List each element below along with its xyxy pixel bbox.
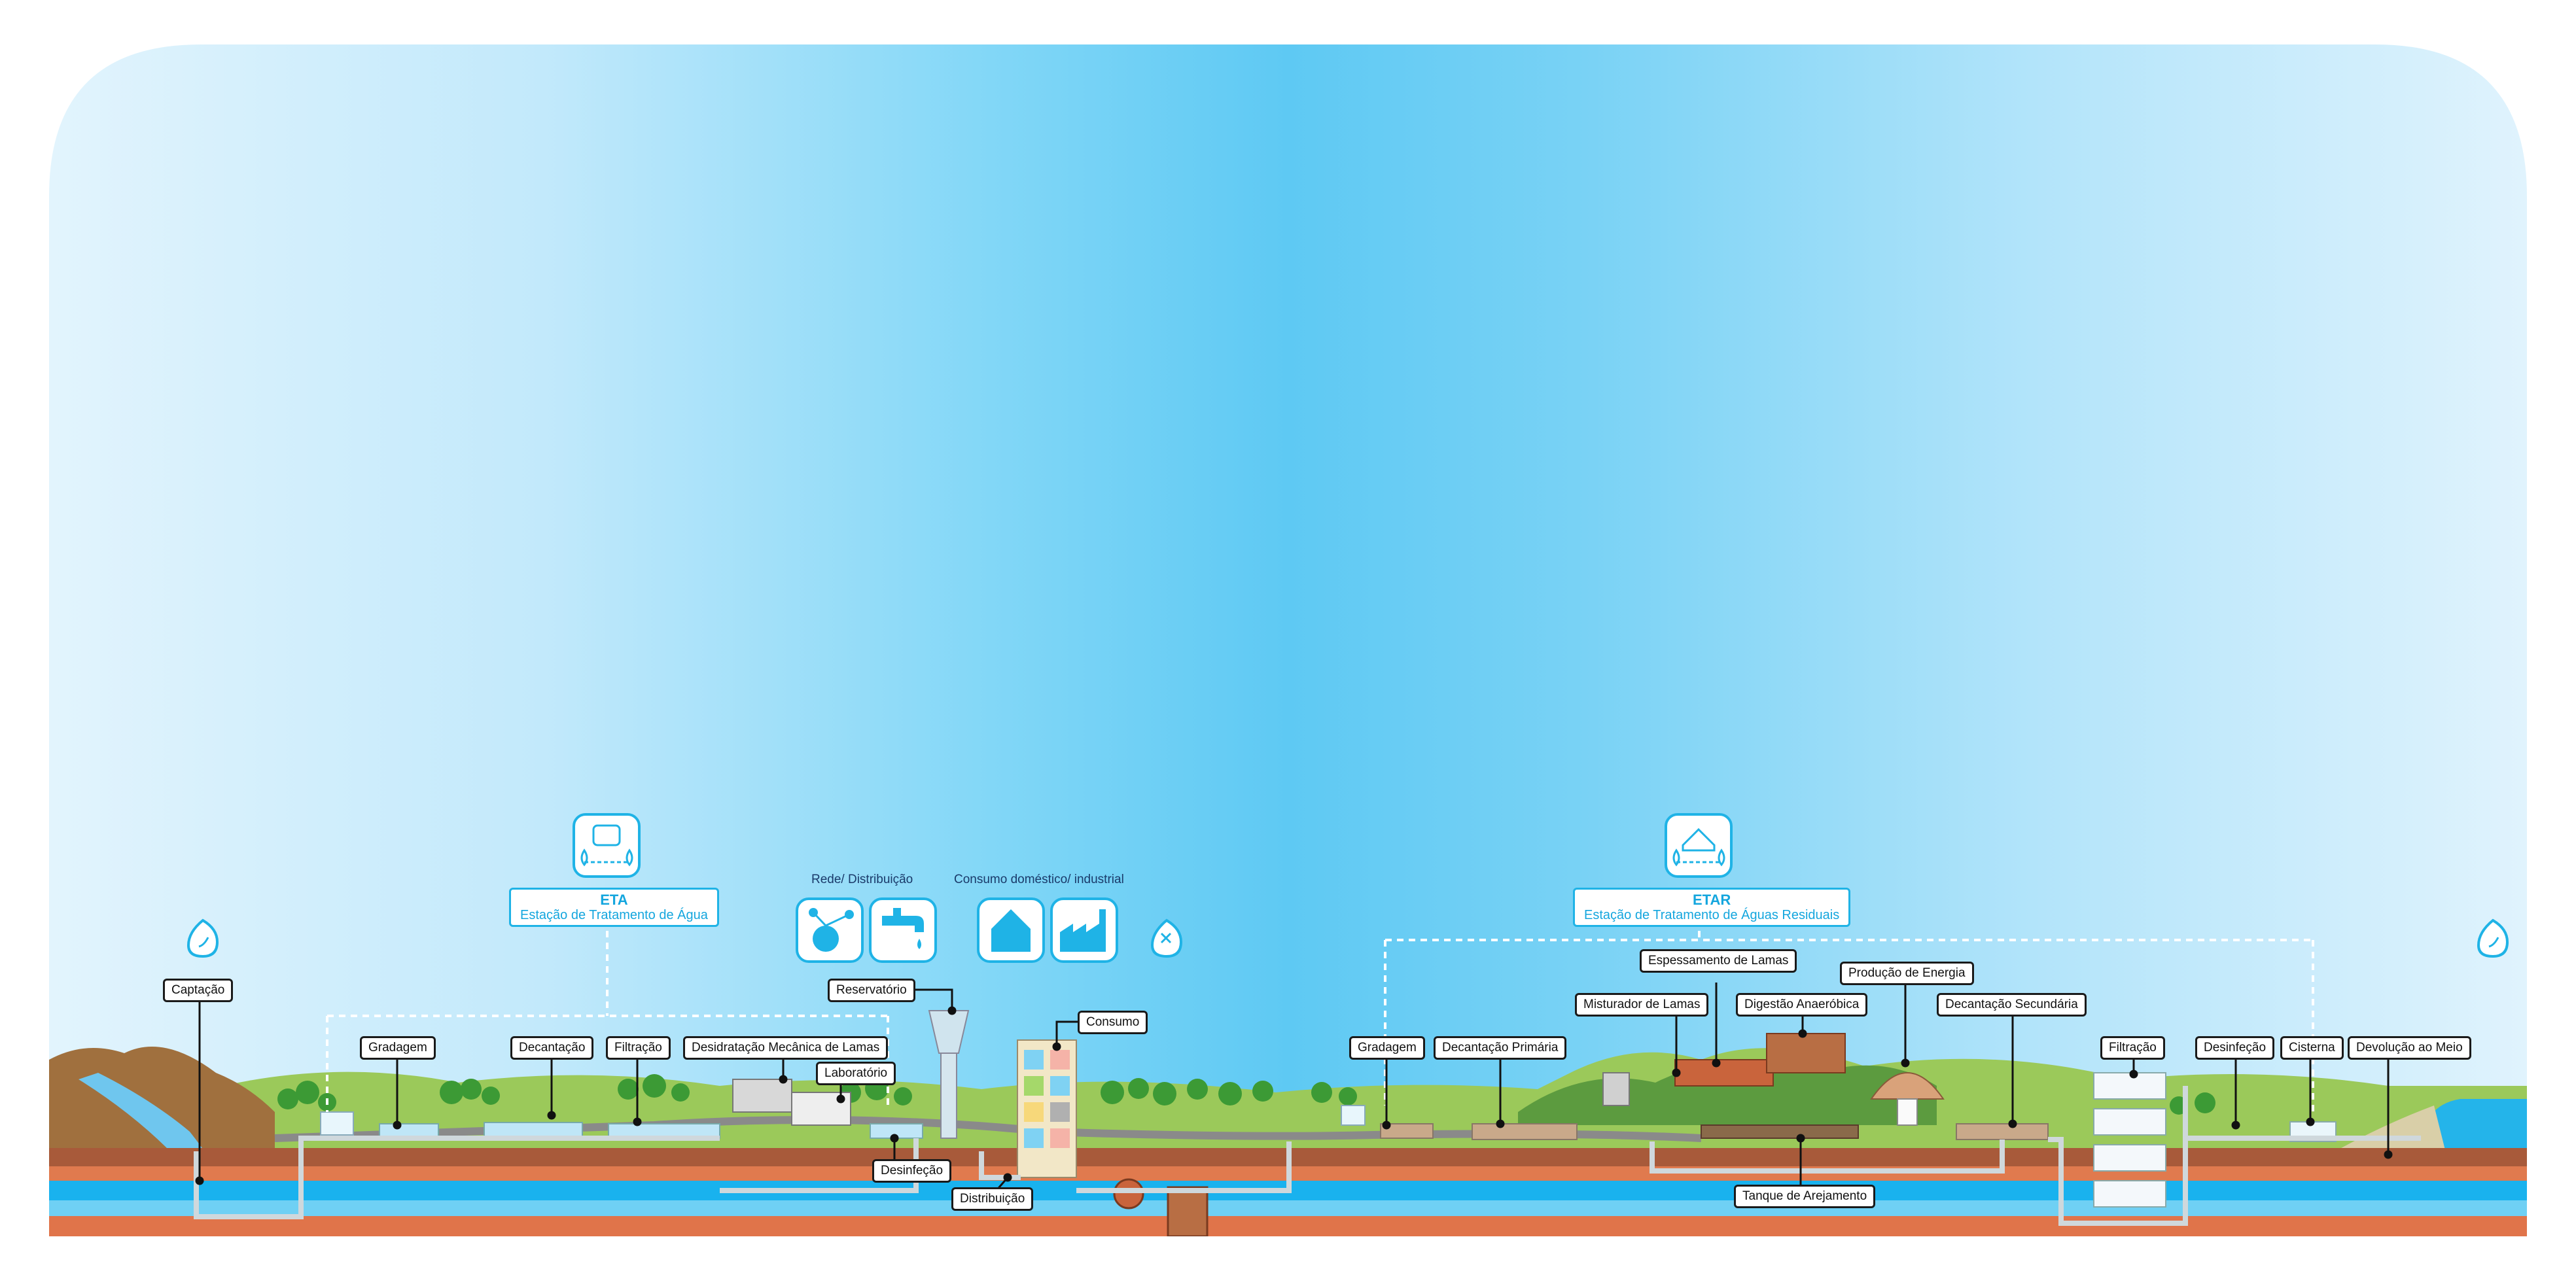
consumption-title: Consumo doméstico/ industrial (954, 873, 1124, 886)
label-decantacao-primaria: Decantação Primária (1434, 1036, 1567, 1060)
label-espessamento: Espessamento de Lamas (1640, 949, 1797, 973)
water-treatment-icon (573, 813, 641, 878)
pipes (194, 1086, 2421, 1226)
etar-title-main: ETAR (1692, 892, 1731, 908)
factory-icon (1050, 897, 1118, 963)
label-captacao: Captação (163, 979, 234, 1002)
reservoir-tower (928, 1010, 970, 1139)
wastewater-treatment-icon (1665, 813, 1733, 878)
house-icon (977, 897, 1045, 963)
label-misturador: Misturador de Lamas (1575, 993, 1709, 1017)
dirty-drop-icon (1150, 918, 1183, 958)
label-gradagem-eta: Gradagem (360, 1036, 436, 1060)
eta-bracket (326, 919, 889, 1112)
dark-hill (1518, 1062, 1937, 1125)
eta-title-sub: Estação de Tratamento de Água (520, 908, 708, 922)
distribution-network-icon (796, 897, 864, 963)
underground-chamber (1167, 1186, 1209, 1236)
mountain (49, 1047, 275, 1151)
tap-icon (869, 897, 937, 963)
network-title: Rede/ Distribuição (811, 873, 913, 886)
etar-bracket (1384, 919, 2314, 1112)
label-distribuicao: Distribuição (951, 1187, 1034, 1211)
etar-title: ETAR Estação de Tratamento de Águas Resi… (1573, 888, 1851, 927)
label-decantacao: Decantação (510, 1036, 594, 1060)
apartment-building (1017, 1039, 1077, 1178)
etar-title-sub: Estação de Tratamento de Águas Residuais (1584, 908, 1840, 922)
soil-bottom (49, 1216, 2527, 1236)
leader-lines (195, 983, 2393, 1192)
label-digestao: Digestão Anaeróbica (1736, 993, 1868, 1017)
label-desinfecao-etar: Desinfeção (2195, 1036, 2275, 1060)
label-gradagem-etar: Gradagem (1349, 1036, 1425, 1060)
label-decantacao-secundaria: Decantação Secundária (1937, 993, 2087, 1017)
label-cisterna: Cisterna (2280, 1036, 2344, 1060)
label-filtracao-eta: Filtração (606, 1036, 671, 1060)
label-reservatorio: Reservatório (828, 979, 915, 1002)
label-producao: Produção de Energia (1840, 962, 1974, 985)
label-tanque: Tanque de Arejamento (1734, 1185, 1876, 1208)
eta-title: ETA Estação de Tratamento de Água (509, 888, 719, 927)
label-consumo: Consumo (1078, 1011, 1148, 1034)
label-devolucao: Devolução ao Meio (2348, 1036, 2471, 1060)
label-desidratacao: Desidratação Mecânica de Lamas (683, 1036, 889, 1060)
underground-tank (1113, 1178, 1144, 1210)
sky-panel (49, 44, 2527, 1236)
label-desinfecao-eta: Desinfeção (872, 1159, 952, 1183)
eta-title-main: ETA (600, 892, 628, 908)
etar-plant (1341, 1033, 2049, 1140)
clean-drop-icon (2477, 918, 2509, 958)
label-laboratorio: Laboratório (816, 1062, 896, 1085)
label-filtracao-etar: Filtração (2100, 1036, 2165, 1060)
clean-drop-icon (186, 918, 219, 958)
